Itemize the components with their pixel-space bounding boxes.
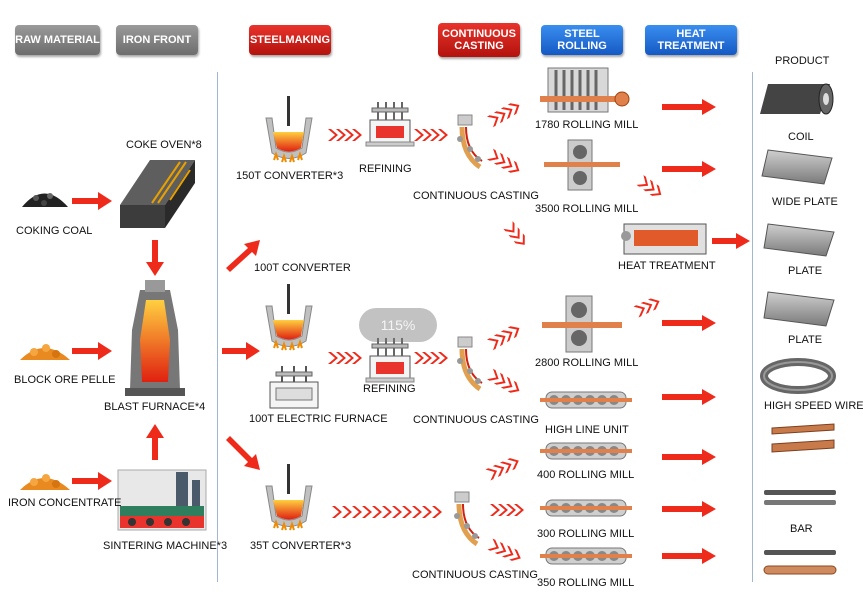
high-speed-wire-icon [760, 358, 836, 394]
refining-icon [365, 101, 415, 147]
continuous-casting-label: CONTINUOUS CASTING [413, 190, 539, 202]
header-continuous-casting: CONTINUOUS CASTING [438, 23, 520, 57]
rolling-mill-350-icon [539, 547, 633, 565]
converter-35-label: 35T CONVERTER*3 [250, 540, 352, 552]
bar-label: BAR [790, 523, 813, 535]
flow-arrows [72, 192, 260, 490]
refining-label: REFINING [359, 163, 412, 175]
product-arrows [662, 99, 750, 564]
rolling-mill-300-label: 300 ROLLING MILL [537, 528, 635, 540]
block-ore-pile [20, 344, 70, 360]
blast-furnace-icon [125, 280, 185, 396]
bar-icon [763, 490, 837, 575]
converter-150-label: 150T CONVERTER*3 [236, 170, 344, 182]
sintering-machine-label: SINTERING MACHINE*3 [103, 540, 228, 552]
rolling-mill-400-icon [539, 442, 633, 460]
rolling-mill-300-icon [539, 499, 633, 517]
converter-150-icon [265, 95, 313, 163]
plate-label: PLATE [788, 265, 823, 277]
electric-furnace-icon [269, 366, 319, 409]
rolling-mill-350-label: 350 ROLLING MILL [537, 577, 635, 589]
converter-35-icon [265, 463, 313, 531]
blast-furnace-label: BLAST FURNACE*4 [104, 401, 206, 413]
continuous-casting-label: CONTINUOUS CASTING [412, 569, 538, 581]
header-iron-front: IRON FRONT [116, 25, 198, 55]
product-title: PRODUCT [775, 55, 830, 67]
coke-oven-label: COKE OVEN*8 [126, 139, 202, 151]
electric-furnace-label: 100T ELECTRIC FURNACE [249, 413, 388, 425]
iron-concentrate-label: IRON CONCENTRATE [8, 497, 122, 509]
iron-concentrate-pile [20, 474, 70, 490]
heat-treatment-label: HEAT TREATMENT [618, 260, 716, 272]
sintering-machine-icon [117, 469, 207, 531]
rolling-mill-3500-icon [544, 139, 620, 191]
header-heat-treatment: HEAT TREATMENT [645, 25, 737, 55]
rolling-mill-400-label: 400 ROLLING MILL [537, 469, 635, 481]
continuous-casting-icon [457, 337, 482, 389]
continuous-casting-label: CONTINUOUS CASTING [413, 414, 539, 426]
coking-coal-pile [22, 193, 68, 207]
header-steelmaking: STEELMAKING [249, 25, 331, 55]
divider-line [752, 72, 753, 582]
coke-oven-icon [120, 160, 195, 228]
continuous-casting-icon [457, 115, 482, 167]
plate-icon [763, 223, 835, 257]
block-ore-label: BLOCK ORE PELLE [14, 374, 116, 386]
header-raw-material: RAW MATERIAL [15, 25, 100, 55]
high-speed-wire-label: HIGH SPEED WIRE [764, 400, 863, 412]
rolling-mill-2800-icon [542, 295, 622, 353]
refining-label: REFINING [363, 383, 416, 395]
rolling-mill-2800-label: 2800 ROLLING MILL [535, 357, 639, 369]
refining-icon [365, 337, 415, 383]
rail-section-icon [771, 423, 835, 453]
heat-treatment-icon [621, 223, 707, 255]
converter-100-icon [265, 283, 313, 351]
header-steel-rolling: STEEL ROLLING [541, 25, 623, 55]
coking-coal-label: COKING COAL [16, 225, 93, 237]
coil-label: COIL [788, 131, 814, 143]
rolling-mill-1780-label: 1780 ROLLING MILL [535, 119, 639, 131]
wide-plate-icon [761, 149, 833, 185]
continuous-casting-icon [454, 492, 479, 544]
divider-line [217, 72, 218, 582]
rolling-mill-3500-label: 3500 ROLLING MILL [535, 203, 639, 215]
coil-icon [760, 83, 834, 115]
converter-100-label: 100T CONVERTER [254, 262, 351, 274]
wide-plate-label: WIDE PLATE [772, 196, 838, 208]
high-line-unit-icon [539, 391, 633, 409]
plate-label: PLATE [788, 334, 823, 346]
high-line-unit-label: HIGH LINE UNIT [545, 424, 629, 436]
rolling-mill-1780-icon [540, 67, 630, 113]
plate-icon [763, 291, 835, 327]
zoom-indicator: 115% [359, 308, 437, 342]
